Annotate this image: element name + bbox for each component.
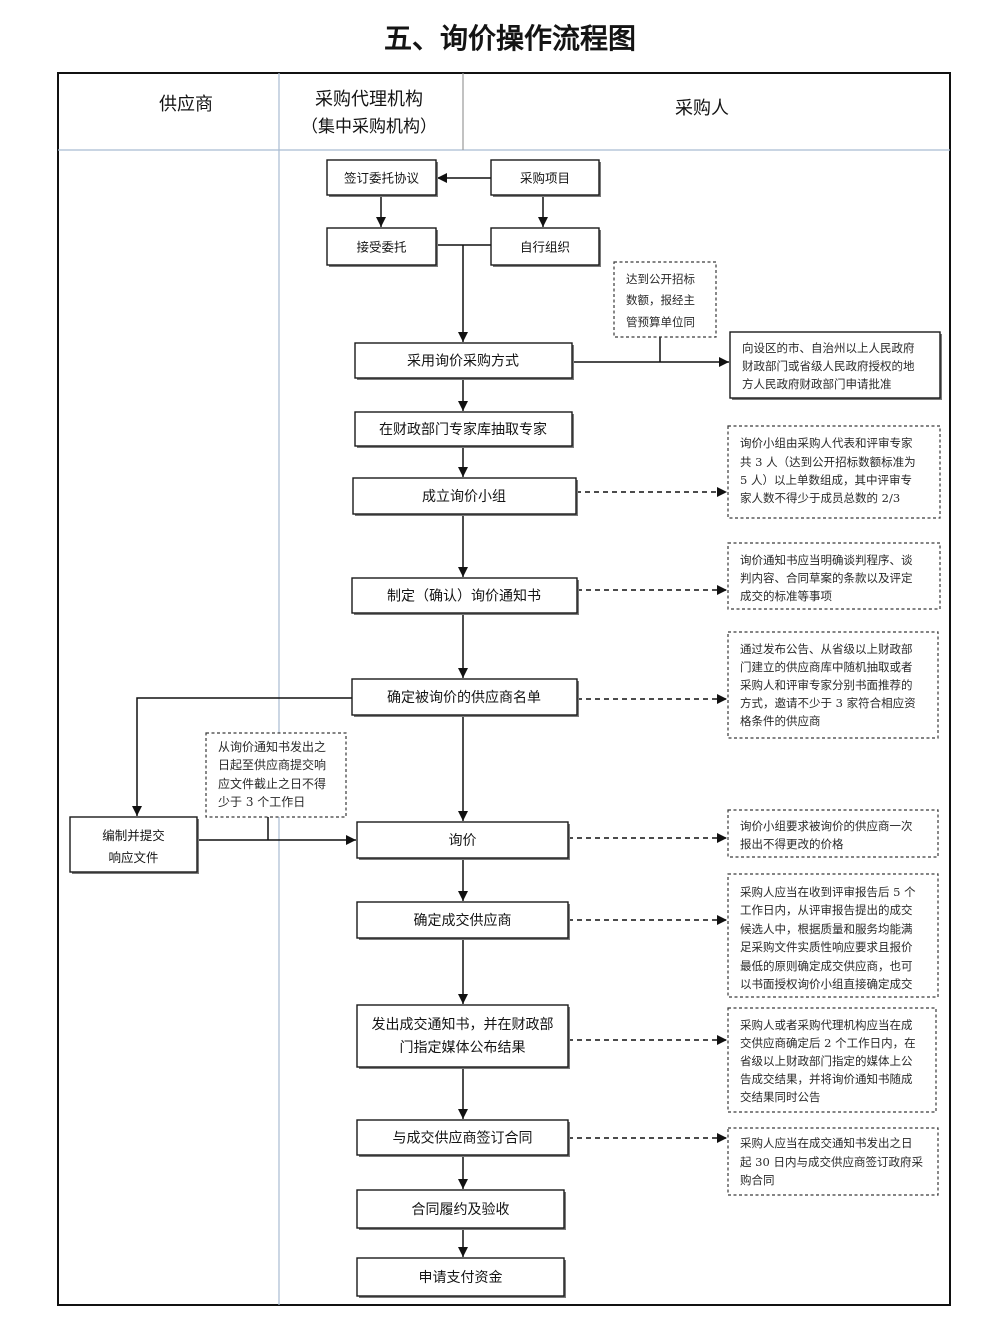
step-label-line: 响应文件: [108, 850, 158, 865]
lane-header-agency-line: （集中采购机构）: [301, 117, 437, 137]
step-draw-experts: 在财政部门专家库抽取专家: [354, 411, 574, 448]
step-label: 制定（确认）询价通知书: [387, 588, 541, 605]
step-label: 与成交供应商签订合同: [393, 1130, 533, 1147]
note-line: 采购人应当在成交通知书发出之日: [740, 1136, 913, 1150]
note-announcement: 采购人或者采购代理机构应当在成 交供应商确定后 2 个工作日内，在 省级以上财政…: [727, 1007, 937, 1113]
step-self-organize: 自行组织: [490, 227, 601, 267]
note-line: 足采购文件实质性响应要求且报价: [740, 940, 913, 954]
step-prepare-response: 编制并提交 响应文件: [69, 816, 199, 874]
note-line: 应文件截止之日不得: [218, 776, 326, 791]
note-line: 通过发布公告、从省级以上财政部: [740, 642, 913, 656]
note-supplier-selection: 通过发布公告、从省级以上财政部 门建立的供应商库中随机抽取或者 采购人和评审专家…: [727, 631, 939, 739]
page-title: 五、询价操作流程图: [384, 22, 636, 55]
note-notice-content: 询价通知书应当明确谈判程序、谈 判内容、合同草案的条款以及评定 成交的标准等事项: [727, 542, 941, 610]
note-line: 5 人）以上单数组成，其中评审专: [740, 473, 912, 487]
note-line: 采购人应当在收到评审报告后 5 个: [740, 885, 916, 899]
note-line: 家人数不得少于成员总数的 2/3: [740, 491, 900, 505]
note-line: 以书面授权询价小组直接确定成交: [740, 977, 913, 991]
lane-header-supplier: 供应商: [159, 94, 213, 115]
note-response-period: 从询价通知书发出之 日起至供应商提交响 应文件截止之日不得 少于 3 个工作日: [205, 732, 347, 818]
note-contract-deadline: 采购人应当在成交通知书发出之日 起 30 日内与成交供应商签订政府采 购合同: [727, 1127, 939, 1196]
lane-header-agency: 采购代理机构 （集中采购机构）: [301, 89, 437, 137]
note-line: 交供应商确定后 2 个工作日内，在: [740, 1036, 916, 1050]
note-line: 方式，邀请不少于 3 家符合相应资: [740, 696, 916, 710]
step-accept-commission: 接受委托: [326, 227, 438, 267]
lane-header-agency-line: 采购代理机构: [315, 89, 423, 110]
step-label: 成立询价小组: [422, 489, 506, 505]
step-acceptance: 合同履约及验收: [356, 1189, 566, 1230]
note-line: 管预算单位同: [626, 315, 695, 329]
step-label: 接受委托: [356, 240, 406, 255]
note-line: 日起至供应商提交响: [218, 757, 326, 772]
note-line: 采购人和评审专家分别书面推荐的: [740, 678, 913, 692]
step-label: 采购项目: [520, 171, 570, 186]
step-label: 询价: [449, 833, 477, 849]
note-line: 数额，报经主: [626, 293, 695, 307]
step-sign-agreement: 签订委托协议: [326, 159, 438, 197]
note-line: 向设区的市、自治州以上人民政府: [742, 341, 915, 355]
note-line: 少于 3 个工作日: [218, 795, 305, 809]
note-one-time-quote: 询价小组要求被询价的供应商一次 报出不得更改的价格: [727, 809, 939, 858]
note-line: 候选人中，根据质量和服务均能满: [740, 922, 913, 936]
note-group-composition: 询价小组由采购人代表和评审专家 共 3 人（达到公开招标数额标准为 5 人）以上…: [727, 425, 941, 519]
step-purchase-project: 采购项目: [490, 159, 601, 197]
note-line: 采购人或者采购代理机构应当在成: [740, 1018, 913, 1032]
step-label: 申请支付资金: [419, 1270, 503, 1286]
arrow-suppliers-to-response: [132, 697, 352, 816]
note-line: 达到公开招标: [626, 272, 695, 286]
diagram-frame: [57, 72, 951, 1306]
note-line: 交结果同时公告: [740, 1090, 821, 1104]
note-line: 方人民政府财政部门申请批准: [742, 377, 892, 391]
note-winner-rule: 采购人应当在收到评审报告后 5 个 工作日内，从评审报告提出的成交 候选人中，根…: [727, 873, 939, 998]
step-label: 合同履约及验收: [412, 1202, 510, 1218]
step-label: 确定被询价的供应商名单: [387, 689, 541, 706]
step-label: 确定成交供应商: [414, 912, 512, 929]
step-label: 签订委托协议: [344, 171, 420, 186]
step-label: 在财政部门专家库抽取专家: [379, 421, 547, 438]
note-line: 工作日内，从评审报告提出的成交: [740, 903, 913, 917]
note-line: 判内容、合同草案的条款以及评定: [740, 571, 913, 585]
step-determine-suppliers: 确定被询价的供应商名单: [351, 678, 579, 717]
note-line: 财政部门或省级人民政府授权的地: [742, 359, 915, 373]
note-line: 共 3 人（达到公开招标数额标准为: [740, 455, 916, 469]
step-determine-winner: 确定成交供应商: [356, 901, 570, 940]
note-line: 格条件的供应商: [740, 714, 821, 728]
note-line: 成交的标准等事项: [740, 589, 832, 603]
step-label: 自行组织: [520, 240, 570, 255]
step-label-line: 发出成交通知书，并在财政部: [372, 1016, 554, 1033]
note-line: 询价小组由采购人代表和评审专家: [740, 436, 913, 450]
note-line: 起 30 日内与成交供应商签订政府采: [740, 1155, 923, 1169]
step-payment: 申请支付资金: [356, 1257, 566, 1298]
note-line: 报出不得更改的价格: [740, 837, 844, 851]
step-publish-result: 发出成交通知书，并在财政部 门指定媒体公布结果: [356, 1004, 570, 1069]
step-inquiry: 询价: [356, 821, 570, 860]
note-line: 购合同: [740, 1173, 775, 1187]
step-draft-notice: 制定（确认）询价通知书: [351, 577, 579, 615]
step-form-group: 成立询价小组: [352, 477, 578, 516]
note-threshold: 达到公开招标 数额，报经主 管预算单位同: [613, 261, 717, 338]
note-line: 从询价通知书发出之: [218, 739, 326, 754]
note-line: 门建立的供应商库中随机抽取或者: [740, 660, 913, 674]
note-line: 询价小组要求被询价的供应商一次: [740, 819, 913, 833]
step-label-line: 门指定媒体公布结果: [400, 1040, 526, 1056]
note-line: 询价通知书应当明确谈判程序、谈: [740, 553, 913, 567]
step-label: 采用询价采购方式: [407, 354, 519, 370]
lane-header-purchaser: 采购人: [675, 98, 729, 119]
step-sign-contract: 与成交供应商签订合同: [356, 1119, 570, 1157]
note-line: 省级以上财政部门指定的媒体上公: [740, 1054, 913, 1068]
note-line: 最低的原则确定成交供应商，也可: [740, 959, 913, 973]
note-approval: 向设区的市、自治州以上人民政府 财政部门或省级人民政府授权的地 方人民政府财政部…: [729, 331, 942, 400]
step-label-line: 编制并提交: [102, 828, 165, 843]
note-line: 告成交结果，并将询价通知书随成: [740, 1072, 913, 1086]
step-adopt-inquiry: 采用询价采购方式: [354, 342, 574, 380]
